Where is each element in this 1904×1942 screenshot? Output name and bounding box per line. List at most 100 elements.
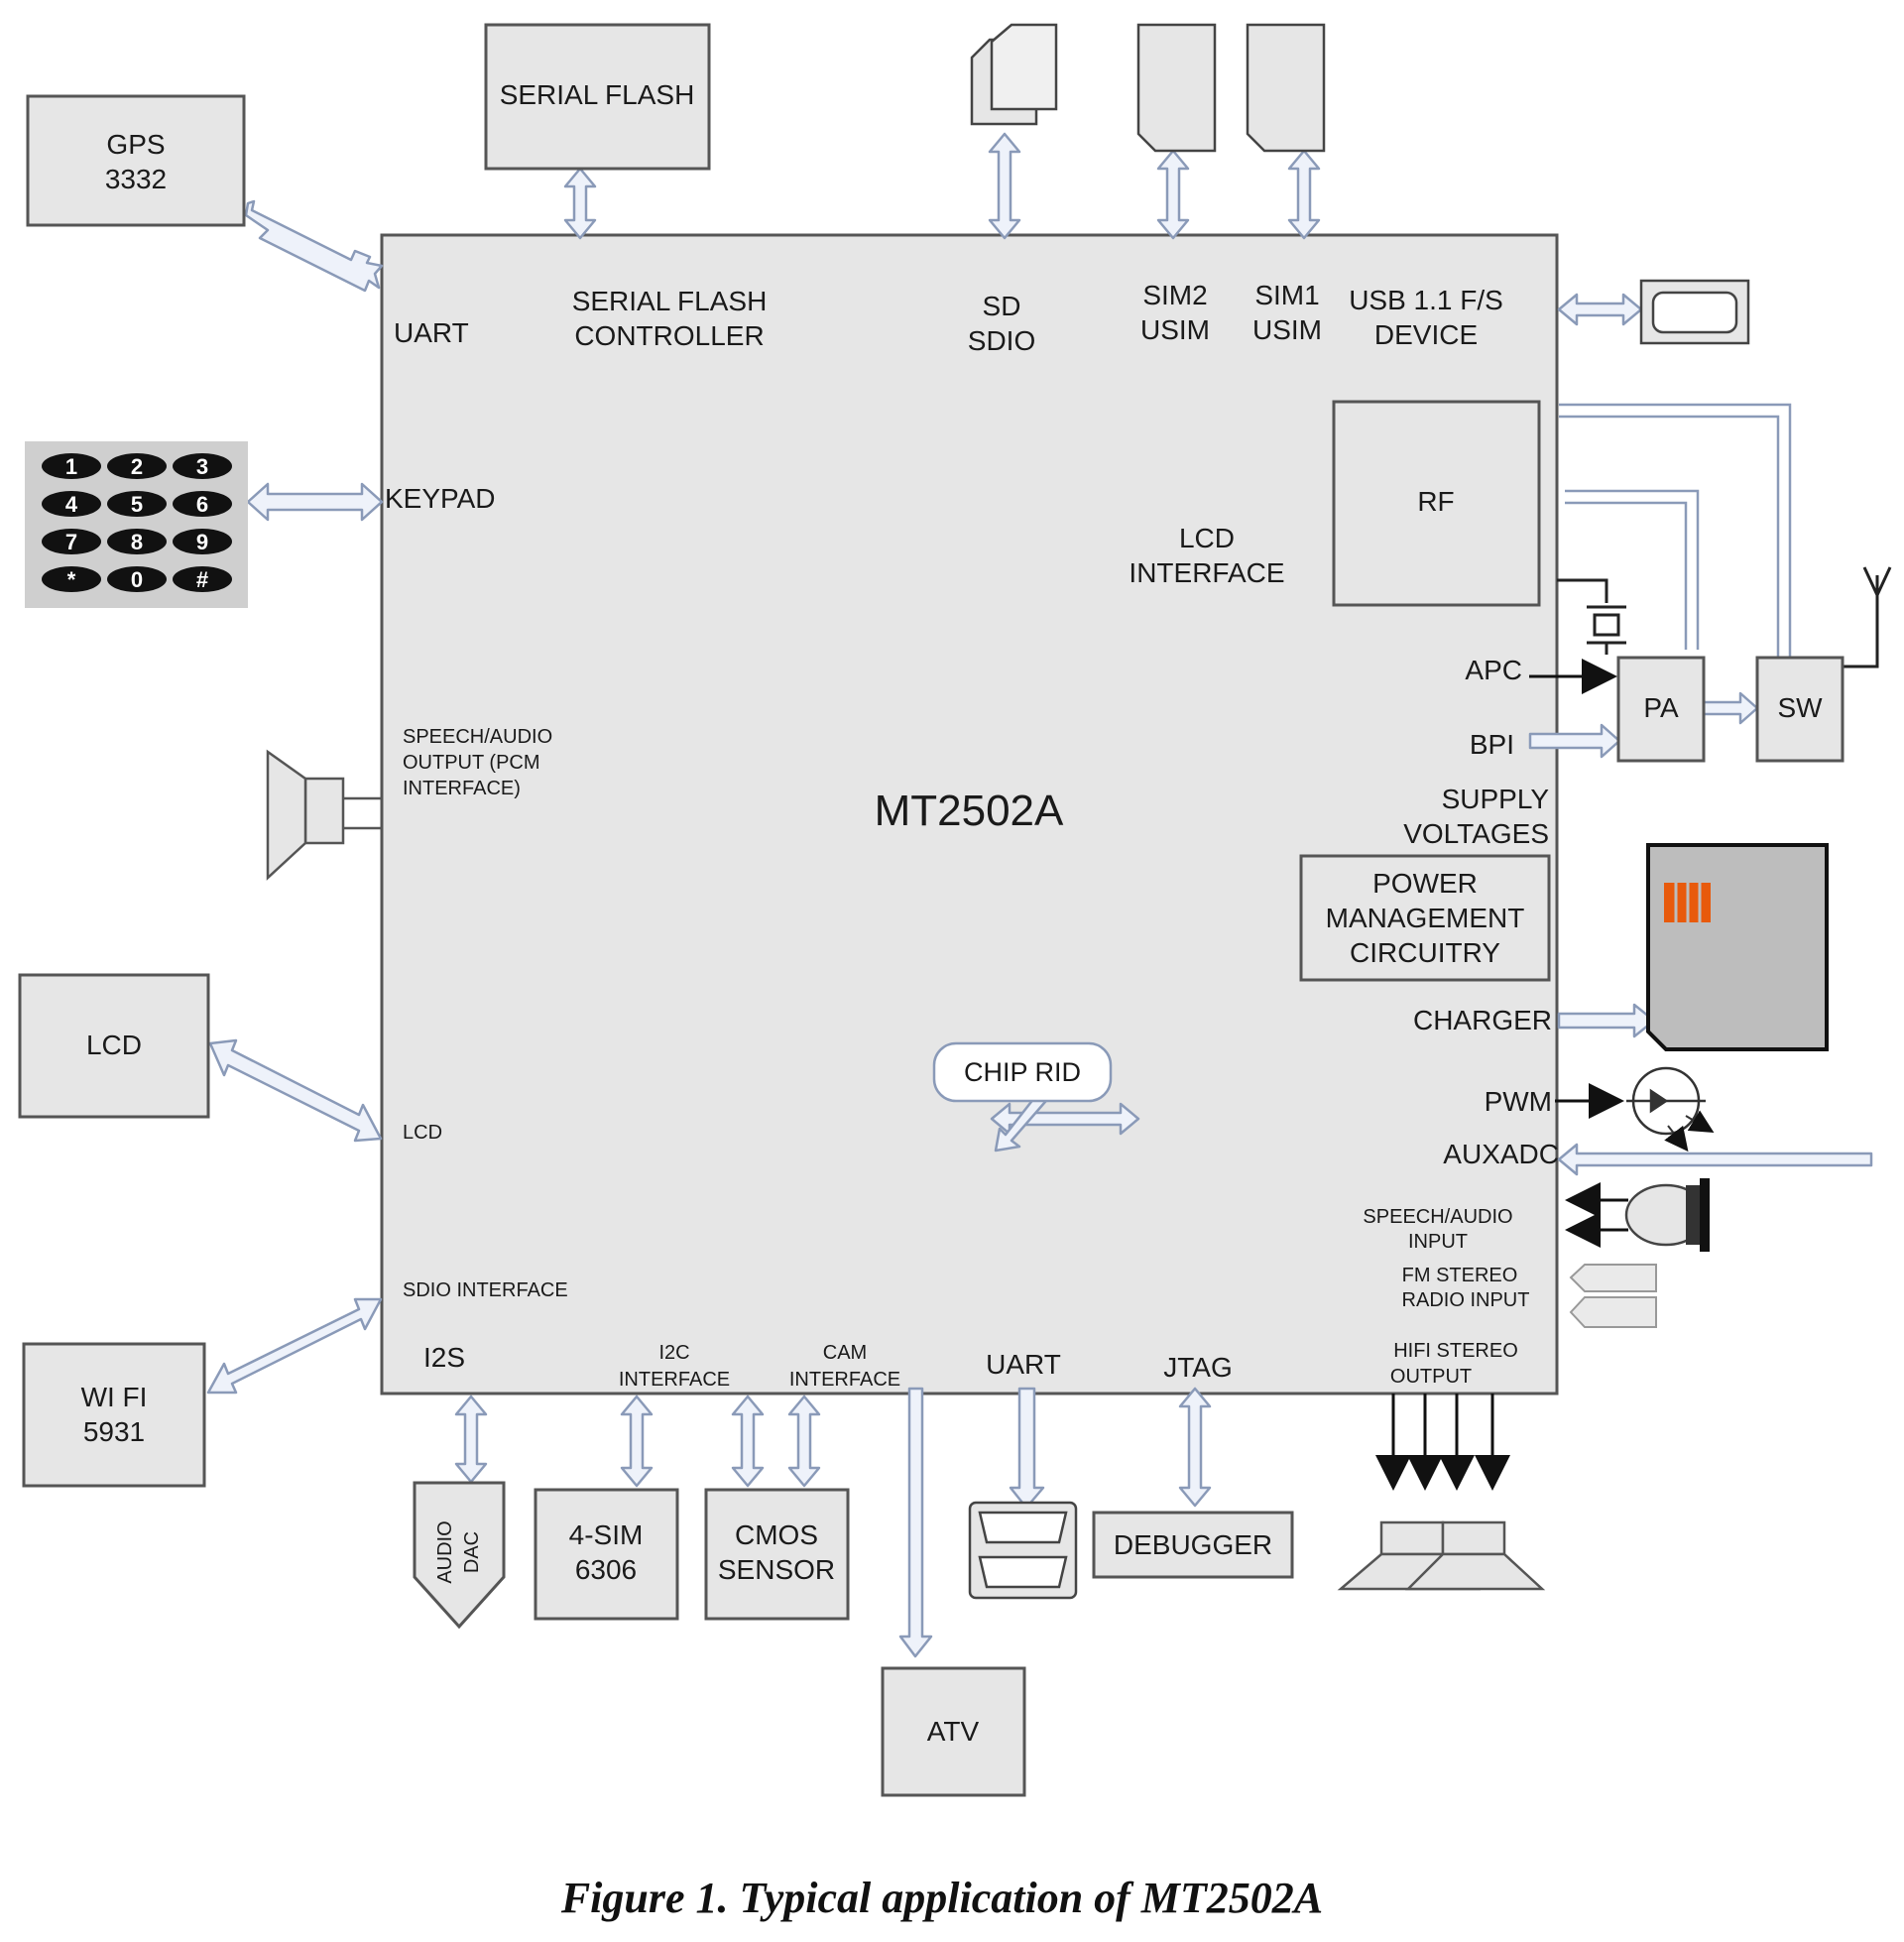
charger-connector [1557,1003,1656,1038]
lcd-box [18,973,210,1119]
speech-in-label-2: INPUT [1408,1231,1468,1253]
keypad-label: KEYPAD [385,483,496,514]
pmu-label-2: MANAGEMENT [1326,903,1525,933]
battery-icon [1646,843,1829,1051]
sd-card-icon [970,23,1058,126]
sim2-label-1: SIM2 [1142,280,1207,310]
keypad-key-label: 6 [196,492,208,517]
keypad-key-label: 3 [196,454,208,479]
antenna-icon [1843,566,1892,668]
sim1-label-1: SIM1 [1254,280,1319,310]
speech-in-label-1: SPEECH/AUDIO [1363,1206,1512,1228]
audio-dac-label-1: AUDIO [434,1520,456,1583]
speech-out-label-1: SPEECH/AUDIO [403,726,552,748]
serial-flash-ctrl-label-2: CONTROLLER [574,320,764,351]
sim2-card-icon [1136,23,1217,153]
main-chip-label: MT2502A [875,787,1064,835]
pmu-label-1: POWER [1372,868,1478,899]
bpi-connector [1528,723,1621,759]
sim1-card-icon [1246,23,1326,153]
lcd-connector [208,1038,383,1143]
vibrator-icon [1626,1066,1715,1153]
auxadc-label: AUXADC [1443,1139,1559,1169]
lcd-left-label: LCD [403,1122,442,1144]
pa-label: PA [1643,692,1679,723]
sim1-connector [1287,149,1321,240]
cam-label-1: CAM [823,1342,867,1364]
wifi-label-2: 5931 [83,1416,145,1447]
wifi-label-1: WI FI [81,1382,148,1412]
serial-flash-ctrl-label-1: SERIAL FLASH [572,286,768,316]
audio-dac-box [413,1481,506,1630]
keypad-connector [246,482,384,522]
sim-6306-label-1: 4-SIM [569,1519,644,1550]
hifi-label-2: OUTPUT [1390,1366,1472,1388]
keypad-key-label: 8 [131,530,143,554]
chip-rid-arrow-d [994,1087,1053,1153]
bpi-label: BPI [1470,729,1514,760]
rf-label: RF [1417,486,1454,517]
audio-dac-connector [454,1395,488,1484]
keypad-key-label: 5 [131,492,143,517]
keypad-key [107,491,167,517]
usb-label-1: USB 1.1 F/S [1349,285,1503,315]
keypad-key [42,566,101,592]
sim-6306-label-2: 6306 [575,1554,637,1585]
gps-label-2: 3332 [105,164,167,194]
sim2-label-2: USIM [1140,314,1210,345]
cmos-label-1: CMOS [735,1519,818,1550]
gps-label-1: GPS [106,129,165,160]
keypad-key [107,453,167,479]
audio-dac-label-2: DAC [461,1531,483,1573]
uart-top-label: UART [394,317,469,348]
i2c-label-1: I2C [658,1342,689,1364]
atv-connector [898,1387,933,1658]
keypad-key-label: 9 [196,530,208,554]
lcd-interface-label-1: LCD [1179,523,1235,553]
keypad-key-label: * [67,567,76,592]
pmu-label-3: CIRCUITRY [1350,937,1500,968]
keypad-key [173,566,232,592]
keypad-key [173,491,232,517]
debugger-label: DEBUGGER [1114,1529,1272,1560]
pmu-box [1299,854,1551,982]
sw-box [1755,656,1844,763]
fm-label-2: RADIO INPUT [1402,1289,1530,1311]
hifi-output-lines [1375,1394,1510,1491]
cam-connector-1 [731,1395,765,1488]
usb-connector [1557,293,1643,326]
sd-connector [988,132,1021,240]
hifi-label-1: HIFI STEREO [1393,1340,1518,1362]
keypad-key-label: 2 [131,454,143,479]
supply-label-2: VOLTAGES [1403,818,1549,849]
chip-rid-box [932,1041,1113,1103]
rf-box [1332,400,1541,607]
i2c-label-2: INTERFACE [619,1369,730,1391]
cmos-sensor-box [704,1488,850,1621]
serial-flash-connector [563,167,597,240]
usb-label-2: DEVICE [1374,319,1478,350]
serial-port-icon [968,1501,1078,1600]
pa-box [1616,656,1706,763]
sd-label-1: SD [983,291,1021,321]
supply-label-1: SUPPLY [1442,784,1550,814]
usb-device-icon [1639,279,1750,345]
cmos-label-2: SENSOR [718,1554,835,1585]
keypad-key [107,566,167,592]
lcd-label: LCD [86,1030,142,1060]
keypad-key-label: # [196,567,208,592]
sw-label: SW [1777,692,1823,723]
jtag-connector [1178,1387,1212,1508]
sdio-interface-label: SDIO INTERFACE [403,1279,568,1301]
pa-sw-connector [1702,691,1759,725]
figure-caption: Figure 1. Typical application of MT2502A [560,1874,1323,1922]
atv-label: ATV [927,1716,980,1747]
wifi-box [22,1342,206,1488]
i2c-connector [620,1395,654,1488]
sim-6306-box [534,1488,679,1621]
fm-label-1: FM STEREO [1402,1265,1518,1286]
debugger-box [1092,1511,1294,1579]
microphone-icon [1624,1178,1710,1252]
rf-routing [1559,403,1792,657]
